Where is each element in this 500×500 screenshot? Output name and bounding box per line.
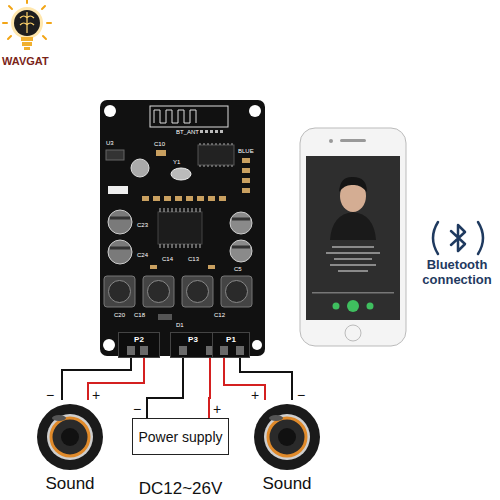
silkscreen-label: U3 bbox=[106, 140, 114, 147]
speaker: Sound bbox=[35, 400, 105, 494]
amplifier-board bbox=[100, 100, 265, 356]
speaker-part bbox=[52, 415, 66, 421]
pin-hole bbox=[220, 346, 228, 355]
polarity-sign: + bbox=[213, 402, 221, 416]
speaker-part bbox=[268, 418, 306, 456]
wire bbox=[240, 358, 292, 400]
pin-hole bbox=[127, 346, 135, 355]
silkscreen-label: BLUE bbox=[238, 148, 254, 155]
brand-logo: WAVGAT bbox=[2, 55, 49, 68]
terminal-label: P2 bbox=[119, 333, 159, 344]
silkscreen-label: C23 bbox=[137, 222, 148, 229]
silkscreen-label: C20 bbox=[114, 312, 125, 319]
terminal-label: P1 bbox=[213, 333, 249, 344]
speaker-caption: Sound bbox=[252, 474, 322, 494]
silkscreen-label: D1 bbox=[176, 322, 184, 329]
silkscreen-label: C13 bbox=[188, 256, 199, 263]
speaker-part bbox=[269, 415, 283, 421]
voltage-caption: DC12~26V bbox=[103, 479, 258, 499]
wire bbox=[209, 358, 210, 418]
silkscreen-label: C18 bbox=[134, 312, 145, 319]
speaker-part bbox=[254, 404, 320, 470]
smartphone bbox=[300, 128, 406, 346]
speaker-part bbox=[278, 428, 296, 446]
polarity-sign: − bbox=[297, 388, 305, 402]
power-supply-box: Power supplyDC12~26V bbox=[132, 418, 229, 455]
speaker-part bbox=[47, 414, 93, 460]
polarity-sign: + bbox=[251, 388, 259, 402]
pin-hole bbox=[179, 346, 187, 355]
speaker: Sound bbox=[252, 400, 322, 494]
speaker-icon bbox=[35, 400, 105, 472]
silkscreen-label: C5 bbox=[234, 266, 242, 273]
speaker-caption: Sound bbox=[35, 474, 105, 494]
silkscreen-label: C14 bbox=[162, 256, 173, 263]
terminal-label: P3 bbox=[171, 333, 215, 344]
box-text: Power supply bbox=[138, 429, 222, 445]
speaker-part bbox=[51, 418, 89, 456]
terminal-block: P3 bbox=[170, 332, 216, 358]
terminal-block: P2 bbox=[118, 332, 160, 358]
silkscreen-label: BT_ANT bbox=[176, 129, 199, 136]
silkscreen-label: C12 bbox=[214, 312, 225, 319]
bluetooth-symbol bbox=[433, 222, 483, 254]
polarity-sign: − bbox=[46, 388, 54, 402]
logo-bulb bbox=[3, 1, 51, 51]
silkscreen-label: C10 bbox=[154, 141, 165, 148]
pin-hole bbox=[236, 346, 244, 355]
silkscreen-label: Y1 bbox=[173, 159, 180, 166]
polarity-sign: − bbox=[133, 402, 141, 416]
speaker-part bbox=[264, 414, 310, 460]
wire bbox=[147, 358, 183, 418]
polarity-sign: + bbox=[92, 388, 100, 402]
speaker-icon bbox=[252, 400, 322, 472]
bluetooth-caption: Bluetooth connection bbox=[418, 257, 496, 287]
silkscreen-label: C24 bbox=[137, 252, 148, 259]
terminal-block: P1 bbox=[212, 332, 250, 358]
pin-hole bbox=[140, 346, 148, 355]
speaker-part bbox=[61, 428, 79, 446]
speaker-part bbox=[37, 404, 103, 470]
